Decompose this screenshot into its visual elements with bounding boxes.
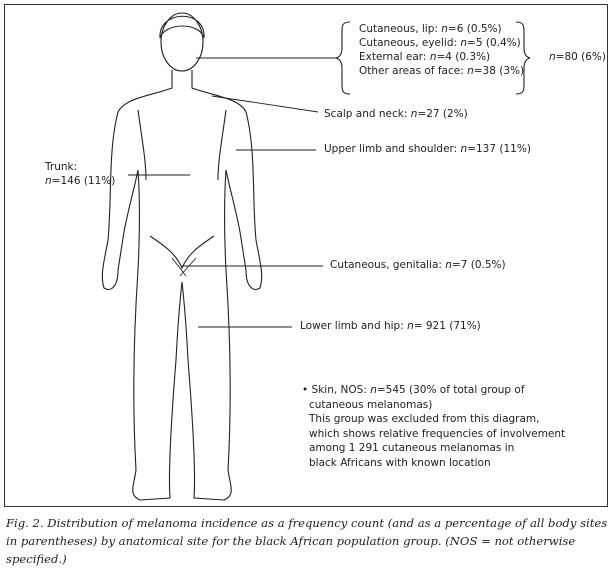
trunk-label: Trunk:n=146 (11%) (45, 161, 116, 187)
scalp-label: Scalp and neck: n=27 (2%) (324, 108, 468, 120)
figure-frame (4, 4, 608, 507)
lower-limb-label: Lower limb and hip: n= 921 (71%) (300, 320, 481, 332)
hair (159, 15, 205, 39)
figure-caption: Fig. 2. Distribution of melanoma inciden… (6, 516, 608, 566)
armholes (137, 109, 227, 181)
left-brace (335, 21, 351, 95)
right-brace (515, 21, 531, 95)
genitalia-label: Cutaneous, genitalia: n=7 (0.5%) (330, 259, 506, 271)
face-item: Cutaneous, eyelid: n=5 (0.4%) (359, 37, 521, 49)
face-item: External ear: n=4 (0.3%) (359, 51, 491, 63)
head (160, 12, 204, 72)
face-item: Other areas of face: n=38 (3%) (359, 65, 525, 77)
leader-lines (128, 57, 337, 328)
face-total: n=80 (6%) (549, 51, 607, 63)
swimwear (149, 235, 215, 270)
nos-note: • Skin, NOS: n=545 (30% of total group o… (302, 384, 566, 469)
body (101, 70, 263, 501)
upper-limb-label: Upper limb and shoulder: n=137 (11%) (324, 143, 531, 155)
face-item: Cutaneous, lip: n=6 (0.5%) (359, 23, 502, 35)
